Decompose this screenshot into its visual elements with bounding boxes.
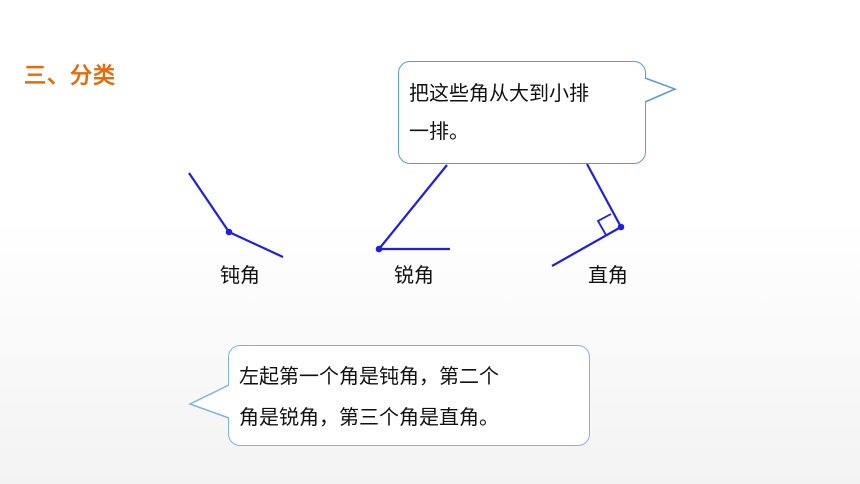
right-angle-marker — [596, 213, 612, 236]
obtuse-angle — [188, 172, 284, 258]
acute-angle-arm-1 — [378, 164, 448, 250]
speech-bubble-bottom: 左起第一个角是钝角，第二个 角是锐角，第三个角是直角。 — [228, 345, 590, 446]
section-title: 三、分类 — [24, 64, 117, 89]
obtuse-angle-arm-2 — [228, 231, 284, 258]
bubble-bottom-line-1: 左起第一个角是钝角，第二个 — [239, 364, 499, 388]
acute-angle — [375, 164, 450, 253]
bubble-bottom-line-2: 角是锐角，第三个角是直角。 — [239, 405, 499, 429]
right-angle-vertex — [617, 223, 625, 231]
bubble-top-line-2: 一排。 — [409, 119, 469, 143]
obtuse-angle-vertex — [225, 228, 233, 236]
right-angle — [551, 163, 625, 267]
bubble-top-line-1: 把这些角从大到小排 — [409, 81, 589, 105]
right-angle-arm-2 — [551, 226, 622, 267]
speech-bubble-top: 把这些角从大到小排 一排。 — [398, 61, 646, 164]
acute-angle-vertex — [375, 245, 383, 253]
obtuse-angle-arm-1 — [188, 172, 230, 233]
angle-label-acute: 锐角 — [394, 263, 434, 287]
right-angle-arm-1 — [586, 163, 622, 228]
angle-label-right: 直角 — [588, 263, 628, 287]
angle-label-obtuse: 钝角 — [220, 263, 260, 287]
